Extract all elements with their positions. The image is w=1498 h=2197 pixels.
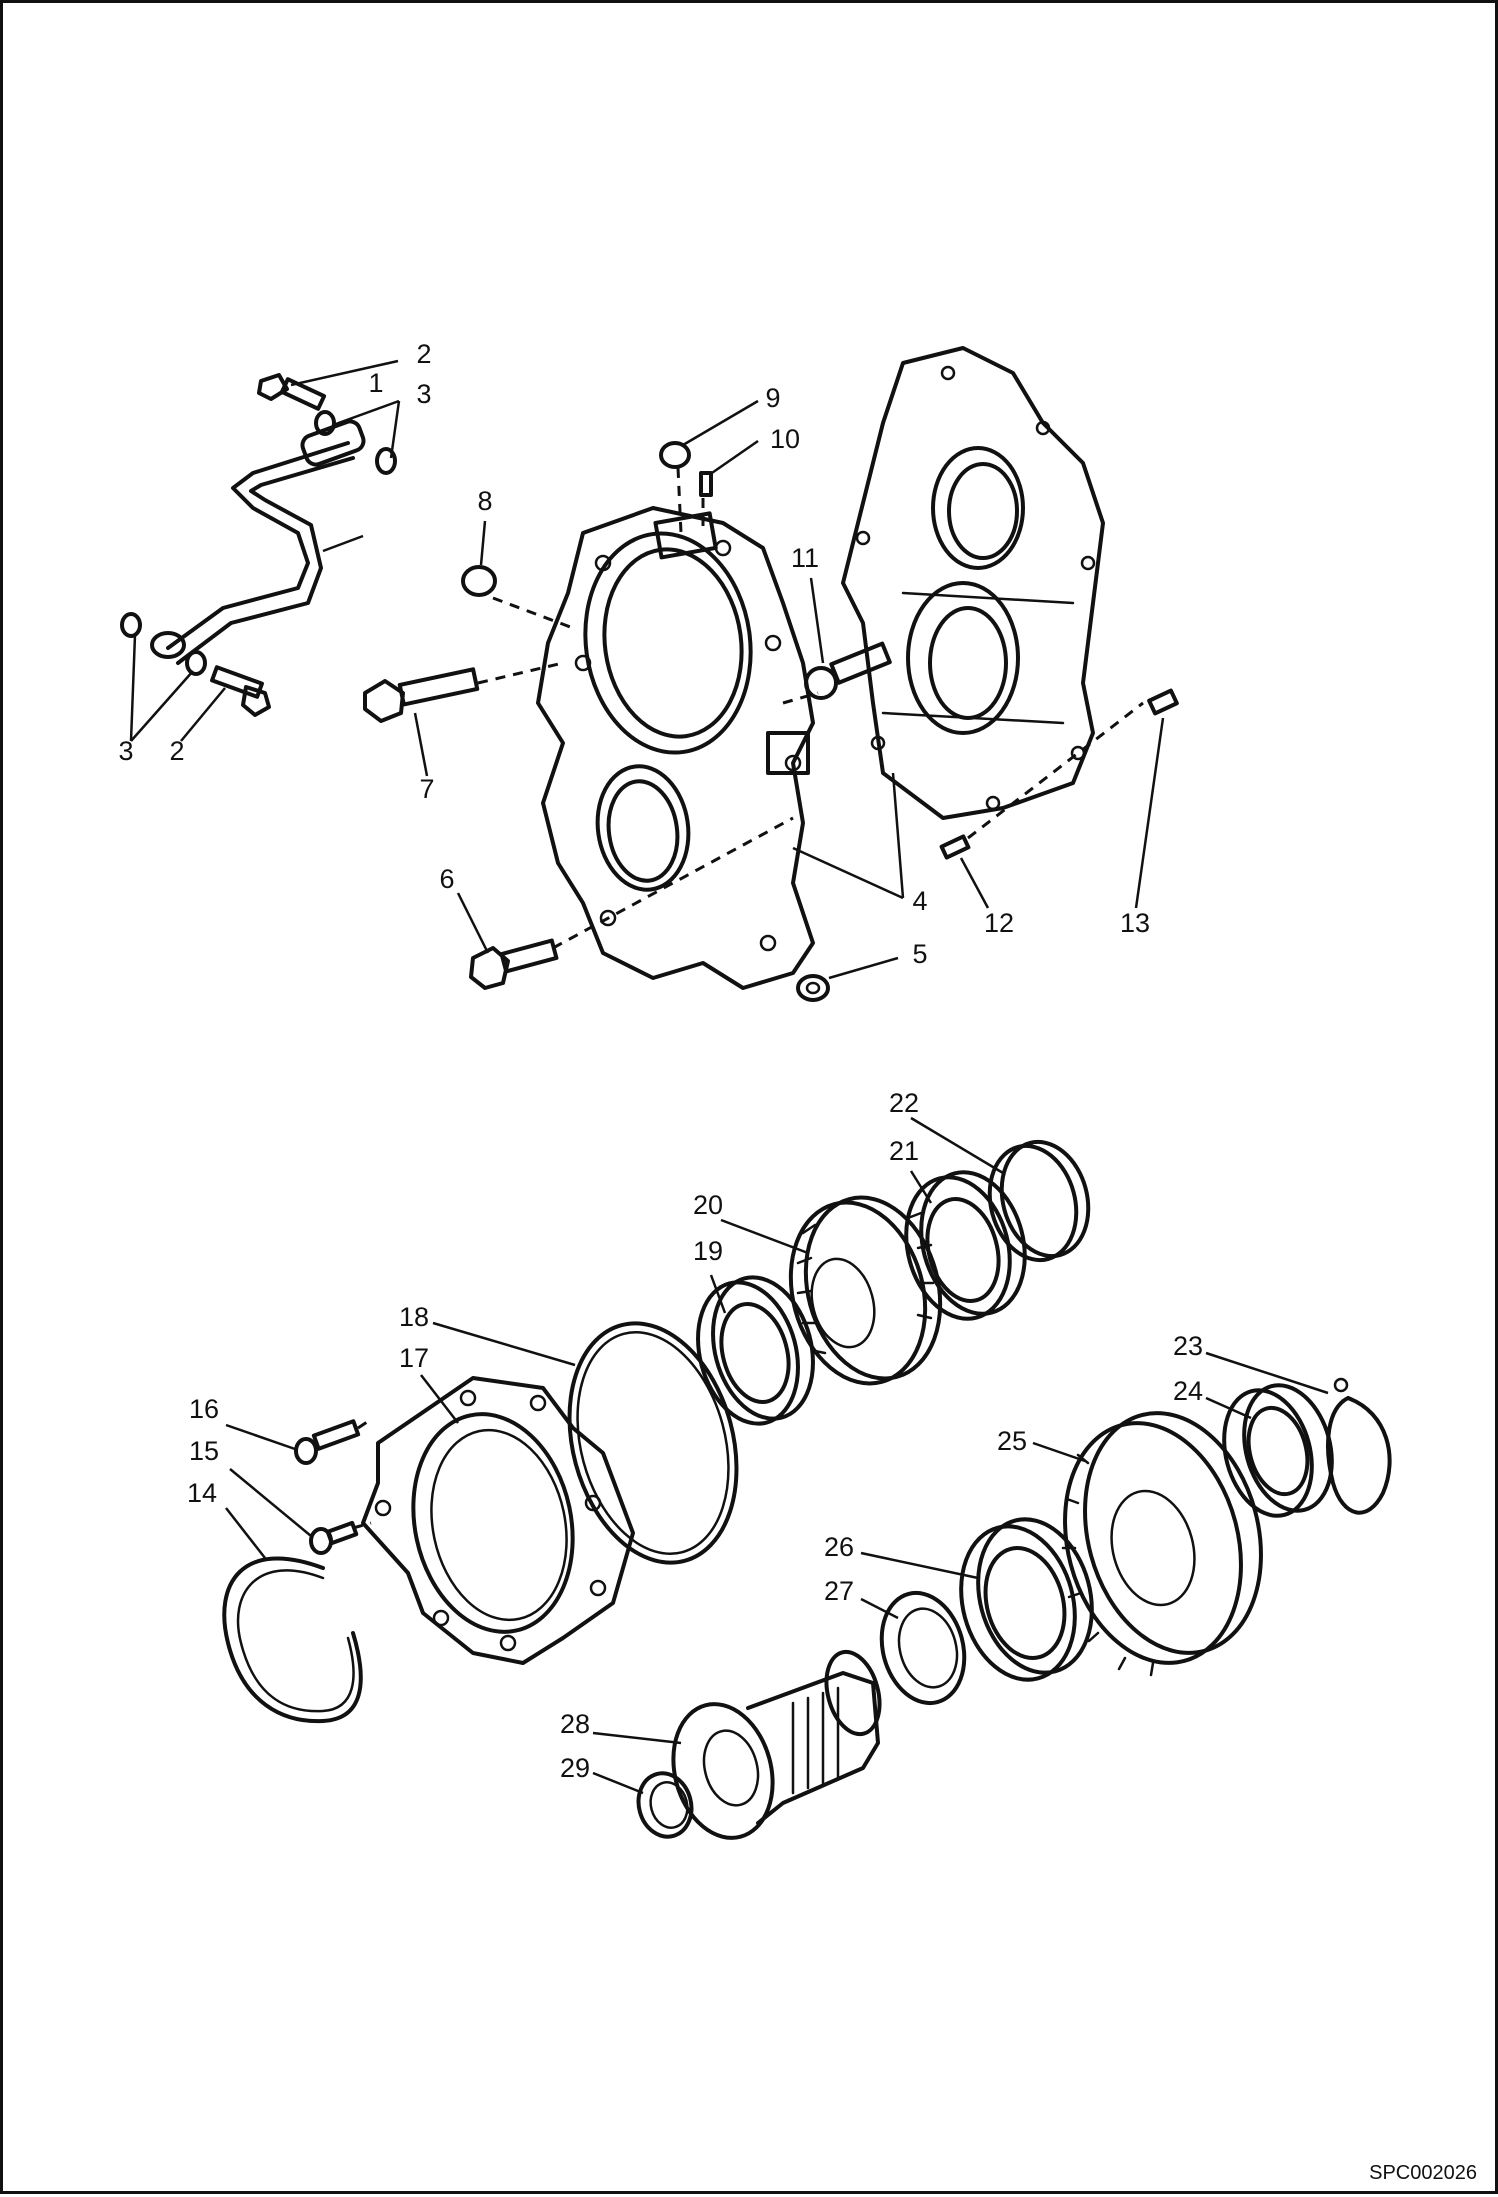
callout-6: 6: [439, 864, 454, 894]
callout-25: 25: [997, 1426, 1027, 1456]
bearing-19: [696, 1275, 815, 1426]
callout-15: 15: [189, 1436, 219, 1466]
callout-1: 1: [368, 368, 383, 398]
callout-4: 4: [912, 886, 927, 916]
o-ring: [567, 1321, 739, 1565]
bearing-cover: [361, 1376, 635, 1665]
assembly-lines-lower: [352, 1416, 374, 1530]
callout-13: 13: [1120, 908, 1150, 938]
dowel-pin-13: [1147, 688, 1179, 716]
bearing-21: [904, 1170, 1027, 1321]
callout-2-upper: 2: [416, 339, 431, 369]
banjo-bolt-upper: [257, 373, 327, 411]
cap: [987, 1139, 1091, 1263]
callout-12: 12: [984, 908, 1014, 938]
callout-5: 5: [912, 939, 927, 969]
assembly-lines-upper: [477, 467, 1144, 950]
callout-29: 29: [560, 1753, 590, 1783]
callout-19: 19: [693, 1236, 723, 1266]
callout-18: 18: [399, 1302, 429, 1332]
dowel-pin-12: [939, 834, 971, 860]
callout-24: 24: [1173, 1376, 1203, 1406]
callout-28: 28: [560, 1709, 590, 1739]
seal: [879, 1590, 967, 1706]
gear-25: [1061, 1411, 1263, 1677]
bearing-26: [959, 1517, 1094, 1682]
drawing-code: SPC002026: [1369, 2162, 1477, 2184]
callout-9: 9: [765, 383, 780, 413]
center-housing: [536, 506, 815, 990]
callout-21: 21: [889, 1136, 919, 1166]
shaft: [671, 1649, 882, 1840]
callout-26: 26: [824, 1532, 854, 1562]
callout-8: 8: [477, 486, 492, 516]
nut: [796, 974, 830, 1002]
plug: [461, 565, 497, 597]
callout-16: 16: [189, 1394, 219, 1424]
oil-pipe: [150, 419, 366, 665]
callout-20: 20: [693, 1190, 723, 1220]
callout-7: 7: [419, 774, 434, 804]
leader-lines: [129, 359, 1329, 1795]
screw-16: [294, 1419, 361, 1465]
gear-20: [788, 1195, 943, 1386]
bearing-24: [1222, 1383, 1334, 1518]
screw-15: [309, 1520, 359, 1555]
sealing-washers: [120, 410, 397, 676]
callout-27: 27: [824, 1576, 854, 1606]
snap-ring-14: [222, 1556, 363, 1724]
rear-housing: [841, 346, 1105, 820]
small-screw: [699, 471, 713, 497]
stud: [804, 641, 892, 700]
callout-14: 14: [187, 1478, 217, 1508]
callout-10: 10: [770, 424, 800, 454]
exploded-parts-diagram: 1 2 2 3 3 3 4 5 6 7 8 9 10 11 12 13 14 1…: [118, 339, 1392, 1840]
callout-3-lower: 3: [118, 736, 133, 766]
callout-3-upper: 3: [416, 379, 431, 409]
cap-nut: [659, 441, 691, 469]
callout-17: 17: [399, 1343, 429, 1373]
callout-11: 11: [791, 543, 819, 573]
callout-2-lower: 2: [169, 736, 184, 766]
banjo-bolt-lower: [210, 665, 271, 717]
small-ring: [636, 1771, 694, 1839]
callout-22: 22: [889, 1088, 919, 1118]
callout-labels: 1 2 2 3 3 3 4 5 6 7 8 9 10 11 12 13 14 1…: [118, 339, 1203, 1783]
circlip-23: [1326, 1377, 1392, 1515]
bolt-lower: [469, 938, 559, 990]
bolt-long: [363, 667, 480, 723]
callout-23: 23: [1173, 1331, 1203, 1361]
